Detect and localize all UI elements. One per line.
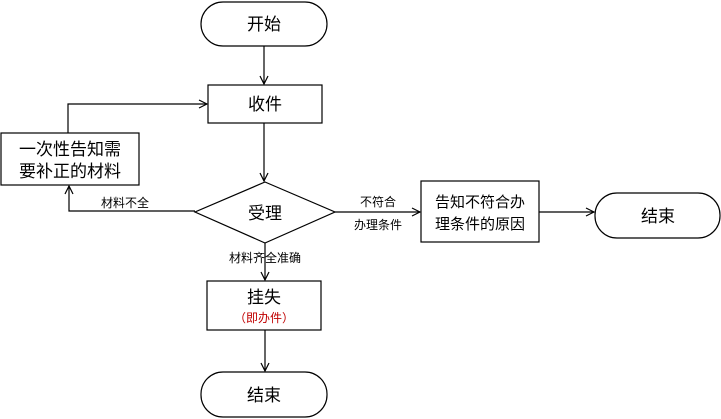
edge-label-complete: 材料齐全准确 [229, 250, 301, 265]
accept-decision: 受理 [193, 181, 337, 244]
receive-label: 收件 [248, 95, 282, 115]
report-loss-label: 挂失 [247, 288, 281, 308]
end-right-label: 结束 [641, 207, 675, 227]
notify-reason-line2: 理条件的原因 [435, 215, 525, 233]
accept-label: 受理 [248, 204, 282, 224]
notify-missing-node: 一次性告知需 要补正的材料 [0, 132, 140, 186]
edge-label-not-qualified-1: 不符合 [360, 194, 396, 209]
end-bottom-node: 结束 [200, 371, 328, 418]
edge-label-not-qualified-2: 办理条件 [354, 217, 402, 232]
report-loss-node: 挂失 （即办件） [206, 280, 322, 331]
edge-label-incomplete: 材料不全 [101, 195, 149, 210]
notify-reason-line1: 告知不符合办 [435, 193, 525, 211]
notify-missing-line1: 一次性告知需 [19, 140, 121, 160]
start-label: 开始 [247, 15, 281, 35]
arrow-accept-to-notify-missing [69, 186, 195, 212]
start-node: 开始 [200, 1, 328, 47]
arrow-notify-missing-to-receive [67, 104, 207, 133]
receive-node: 收件 [207, 84, 323, 124]
end-right-node: 结束 [594, 192, 721, 239]
notify-missing-line2: 要补正的材料 [19, 162, 121, 182]
report-loss-note: （即办件） [234, 310, 294, 325]
end-bottom-label: 结束 [247, 386, 281, 406]
notify-reason-node: 告知不符合办 理条件的原因 [420, 180, 540, 243]
